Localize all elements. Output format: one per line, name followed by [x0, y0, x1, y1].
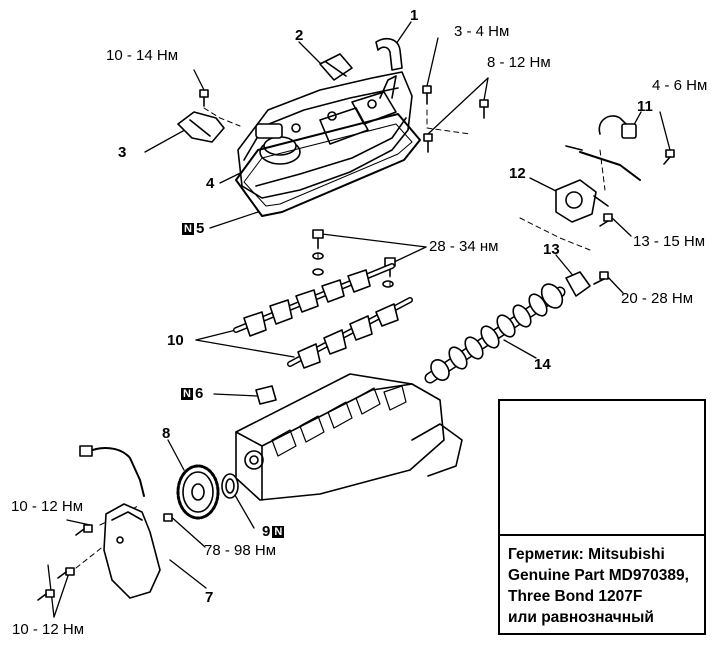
- camshaft-oil-seal: [221, 473, 239, 499]
- sealant-line-4: или равнозначный: [508, 609, 654, 626]
- torque-78-98: 78 - 98 Нм: [204, 542, 277, 559]
- cam-position-sensor: [555, 179, 609, 223]
- part-label-11: 11: [637, 98, 653, 115]
- part-label-10: 10: [167, 332, 184, 349]
- part-label-3: 3: [118, 144, 127, 161]
- part-label-2: 2: [295, 27, 304, 44]
- camshaft: [424, 283, 566, 384]
- inset-frame: [498, 399, 706, 536]
- breather-hose: [375, 37, 403, 71]
- sealant-line-3: Three Bond 1207F: [508, 588, 643, 605]
- torque-10-12-lower: 10 - 12 Нм: [12, 621, 85, 638]
- crank-harness: [79, 445, 145, 497]
- sealant-note: Герметик: Mitsubishi Genuine Part MD9703…: [498, 534, 706, 635]
- sensor-harness: [565, 115, 641, 181]
- pcv-hose: [319, 53, 353, 81]
- part-label-13: 13: [543, 241, 560, 258]
- camshaft-sprocket: [176, 464, 220, 520]
- part-label-8: 8: [162, 425, 171, 442]
- timing-belt-cover: [103, 503, 161, 599]
- new-part-mark: N: [182, 223, 194, 235]
- torque-10-12-upper: 10 - 12 Нм: [11, 498, 84, 515]
- camshaft-plug: [255, 385, 277, 405]
- torque-10-14: 10 - 14 Нм: [106, 47, 179, 64]
- part-label-7: 7: [205, 589, 214, 606]
- part-label-14: 14: [534, 356, 551, 373]
- breather-clamp: [177, 111, 225, 143]
- rocker-cover: [237, 71, 413, 199]
- sealant-line-2: Genuine Part MD970389,: [508, 567, 689, 584]
- part-label-12: 12: [509, 165, 526, 182]
- rocker-arm-assemblies: [233, 263, 413, 369]
- cylinder-head: [235, 373, 463, 501]
- torque-4-6: 4 - 6 Нм: [652, 77, 708, 94]
- part-label-4: 4: [206, 175, 215, 192]
- torque-8-12: 8 - 12 Нм: [487, 54, 551, 71]
- washers: [312, 252, 394, 288]
- torque-3-4: 3 - 4 Нм: [454, 23, 510, 40]
- rocker-cover-gasket: [235, 113, 421, 217]
- sensor-ring: [565, 271, 591, 297]
- bolts: [37, 85, 675, 601]
- sealant-line-1: Герметик: Mitsubishi: [508, 546, 665, 563]
- torque-13-15: 13 - 15 Нм: [633, 233, 706, 250]
- new-part-mark: N: [181, 388, 193, 400]
- torque-20-28: 20 - 28 Нм: [621, 290, 694, 307]
- new-part-mark: N: [272, 526, 285, 538]
- torque-28-34: 28 - 34 нм: [429, 238, 499, 255]
- part-label-1: 1: [410, 7, 419, 24]
